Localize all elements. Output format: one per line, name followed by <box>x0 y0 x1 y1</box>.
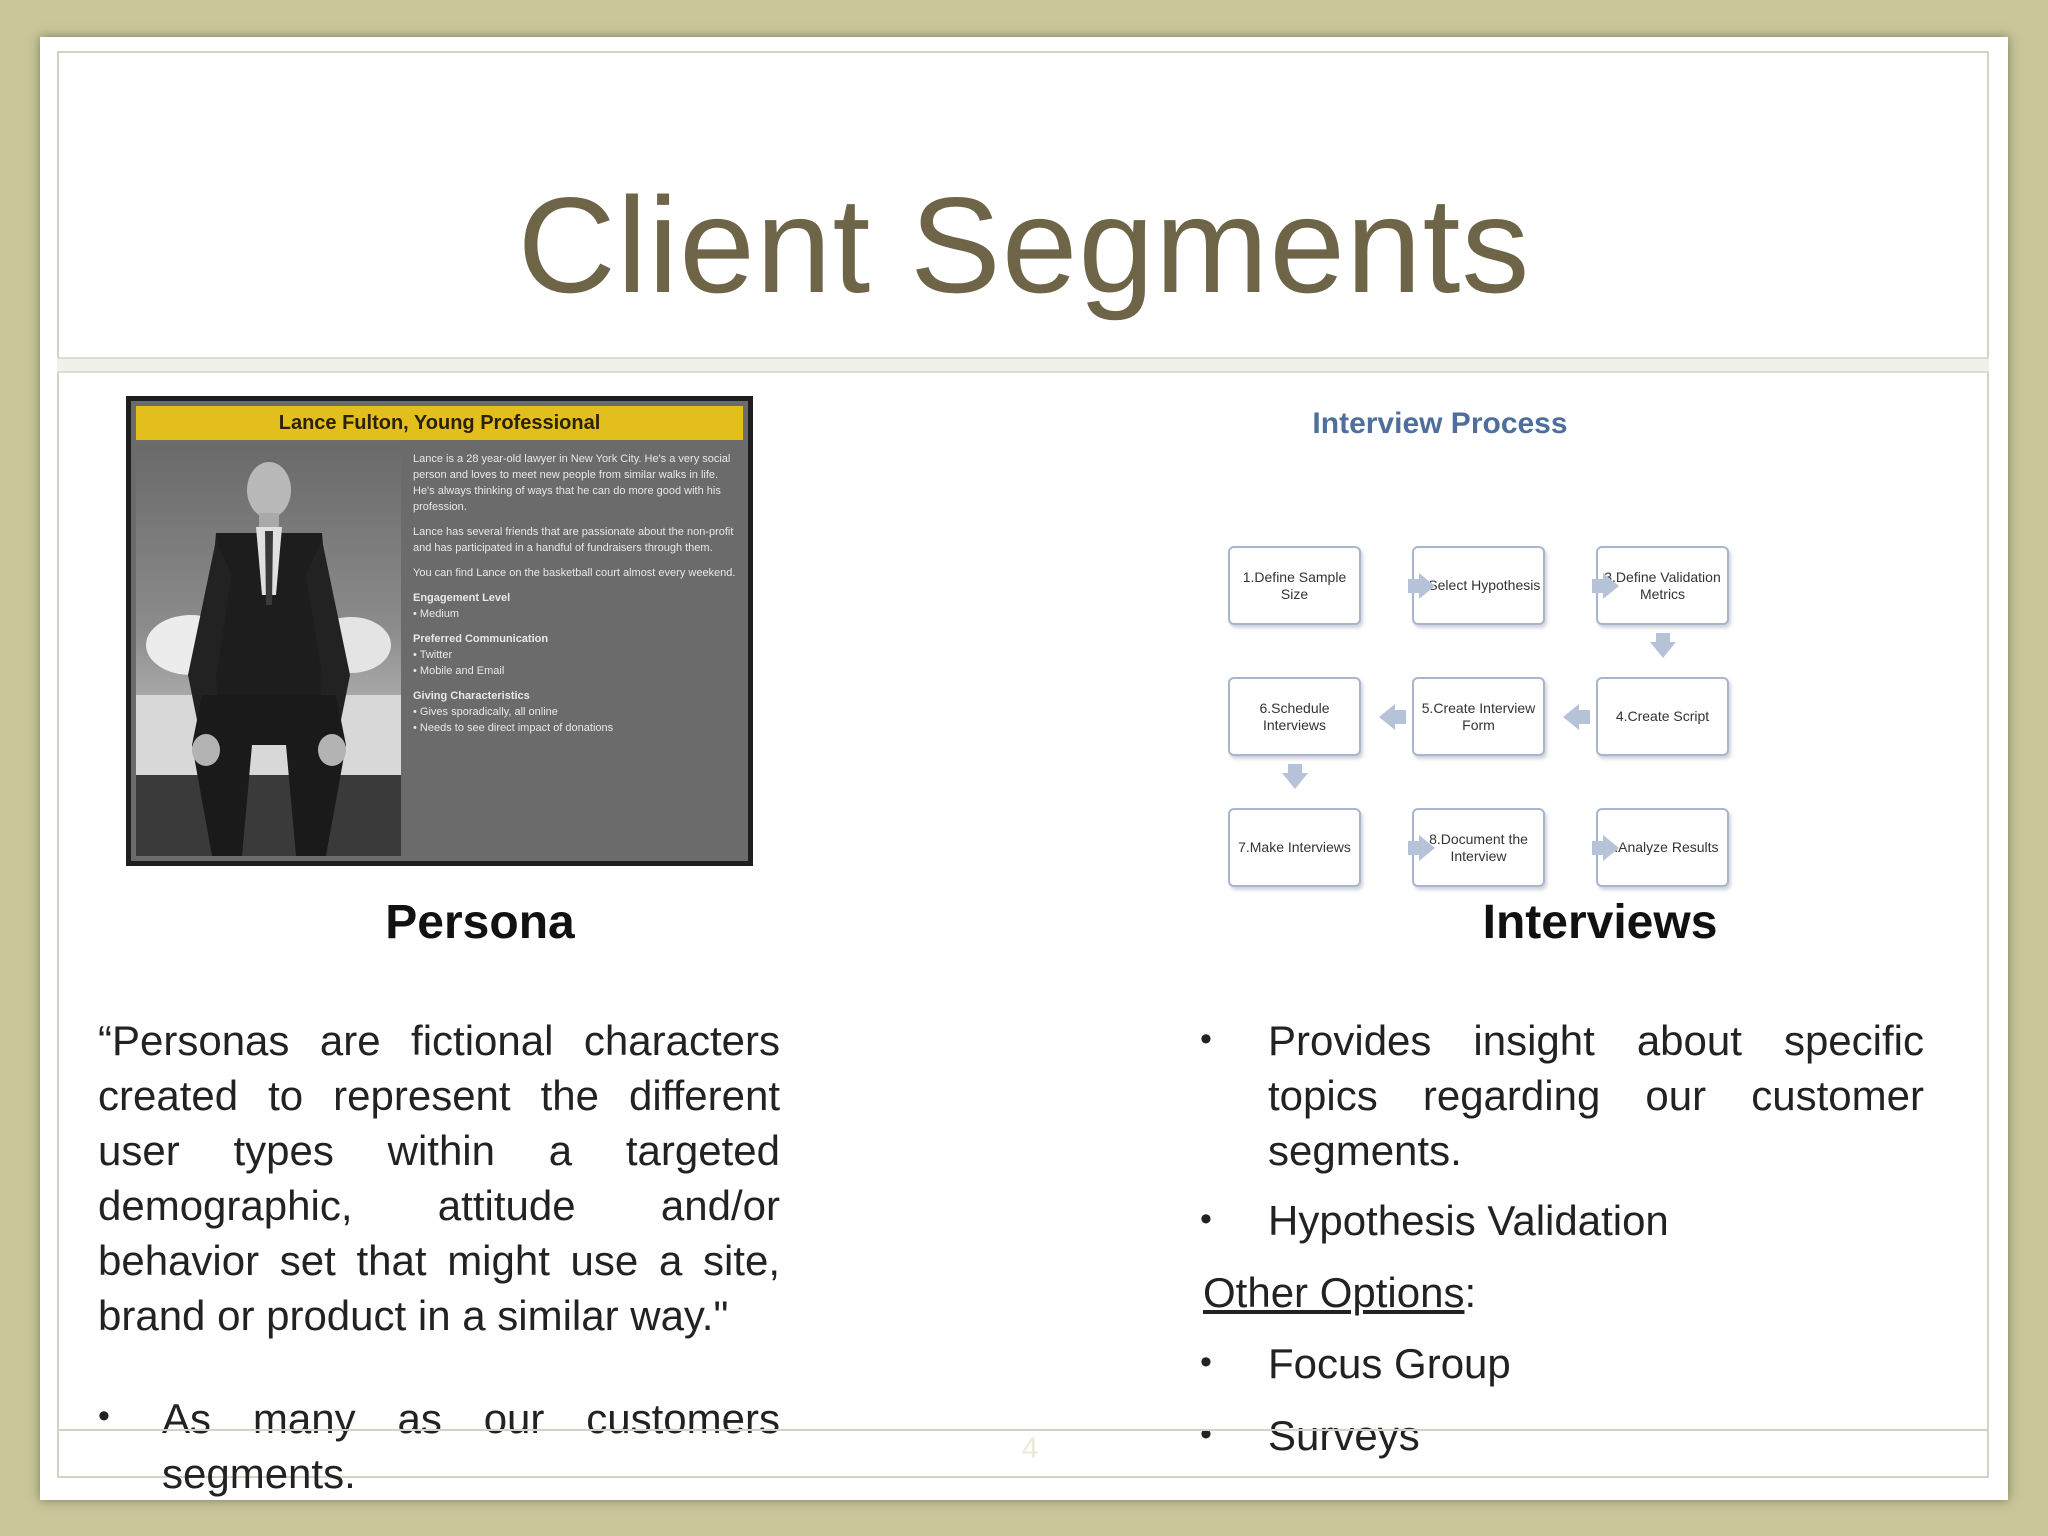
bullet-icon: • <box>1200 1200 1212 1238</box>
slide: Client Segments Lance Fulton, Young Prof… <box>40 37 2008 1500</box>
other-options-label: Other Options <box>1203 1269 1465 1316</box>
persona-quote: “Personas are fictional characters creat… <box>98 1017 780 1339</box>
bullet-icon: • <box>1200 1415 1212 1453</box>
arrow-right-icon <box>1592 579 1604 593</box>
step-box: 1.Define Sample Size <box>1228 546 1361 625</box>
other-option-item: Focus Group <box>1268 1340 1511 1387</box>
communication-value: • Mobile and Email <box>413 665 505 677</box>
slide-frame <box>57 51 1989 1478</box>
persona-photo <box>136 445 401 856</box>
other-options-colon: : <box>1464 1269 1477 1316</box>
step-box: 5.Create Interview Form <box>1412 677 1545 756</box>
arrow-down-icon <box>1650 642 1676 658</box>
interview-process-diagram: Interview Process 1.Define Sample Size 2… <box>1190 407 1790 907</box>
slide-title: Client Segments <box>517 169 1531 321</box>
interviews-bullet: Provides insight about specific topics r… <box>1268 1017 1924 1174</box>
arrow-down-icon <box>1288 764 1302 774</box>
arrow-right-icon <box>1419 835 1435 861</box>
step-box: 7.Make Interviews <box>1228 808 1361 887</box>
step-box: 2.Select Hypothesis <box>1412 546 1545 625</box>
giving-value: • Needs to see direct impact of donation… <box>413 722 614 734</box>
communication-heading: Preferred Communication <box>413 633 549 645</box>
title-divider <box>57 357 1989 373</box>
giving-heading: Giving Characteristics <box>413 690 530 702</box>
persona-description: Lance is a 28 year-old lawyer in New Yor… <box>413 451 738 745</box>
arrow-right-icon <box>1408 841 1420 855</box>
persona-paragraph: Lance has several friends that are passi… <box>413 526 734 554</box>
footer-divider <box>57 1429 1989 1431</box>
arrow-right-icon <box>1592 841 1604 855</box>
step-box: 6.Schedule Interviews <box>1228 677 1361 756</box>
persona-paragraph: Lance is a 28 year-old lawyer in New Yor… <box>413 453 731 513</box>
arrow-right-icon <box>1408 579 1420 593</box>
arrow-down-icon <box>1282 773 1308 789</box>
engagement-value: • Medium <box>413 608 460 620</box>
diagram-title: Interview Process <box>1312 407 1568 440</box>
bullet-icon: • <box>1200 1343 1212 1381</box>
arrow-down-icon <box>1656 633 1670 643</box>
giving-value: • Gives sporadically, all online <box>413 706 558 718</box>
arrow-right-icon <box>1419 573 1435 599</box>
step-box: 3.Define Validation Metrics <box>1596 546 1729 625</box>
persona-banner: Lance Fulton, Young Professional <box>136 406 743 440</box>
step-box: 4.Create Script <box>1596 677 1729 756</box>
bullet-icon: • <box>1200 1020 1212 1058</box>
arrow-left-icon <box>1379 704 1395 730</box>
interviews-bullet: Hypothesis Validation <box>1268 1197 1669 1244</box>
persona-card-image: Lance Fulton, Young Professional <box>126 396 753 866</box>
arrow-left-icon <box>1563 704 1579 730</box>
bullet-icon: • <box>98 1397 110 1435</box>
arrow-left-icon <box>1394 710 1406 724</box>
arrow-right-icon <box>1603 573 1619 599</box>
persona-heading: Persona <box>385 896 575 949</box>
persona-paragraph: You can find Lance on the basketball cou… <box>413 567 736 579</box>
persona-bullet: As many as our customers segments. <box>162 1395 780 1497</box>
other-options-line: Other Options: <box>1203 1265 1903 1320</box>
other-option-item: Surveys <box>1268 1412 1420 1459</box>
page-number: 4 <box>1021 1432 1039 1465</box>
arrow-right-icon <box>1603 835 1619 861</box>
interviews-heading: Interviews <box>1482 896 1718 949</box>
engagement-heading: Engagement Level <box>413 592 511 604</box>
communication-value: • Twitter <box>413 649 453 661</box>
arrow-left-icon <box>1578 710 1590 724</box>
